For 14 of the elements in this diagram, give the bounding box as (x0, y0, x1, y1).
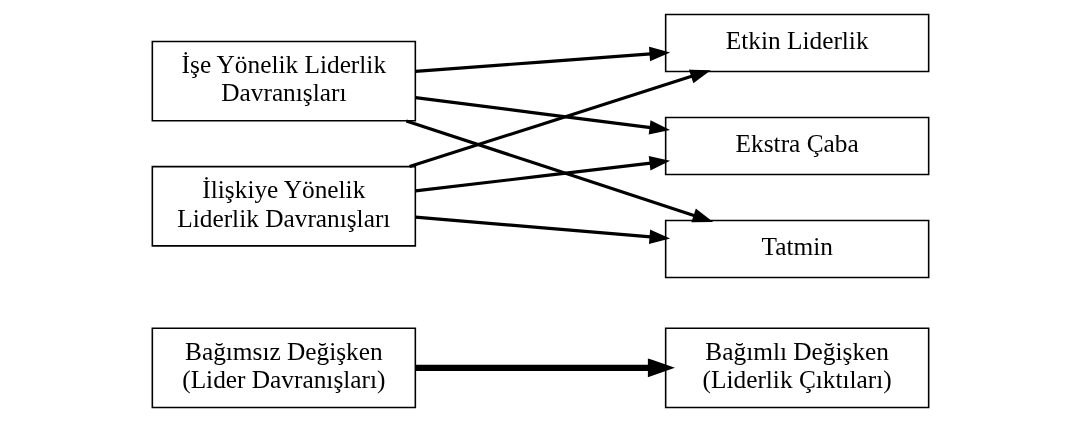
node-box: Etkin Liderlik (664, 13, 930, 73)
arrow (409, 69, 711, 169)
node-box: Bağımsız Değişken (Lider Davranışları) (151, 327, 417, 409)
arrow (415, 358, 675, 378)
node-box: İşe Yönelik Liderlik Davranışları (151, 40, 417, 122)
arrow (415, 215, 671, 244)
arrow (415, 96, 671, 135)
arrow (415, 46, 671, 73)
arrow (405, 119, 714, 223)
node-box: Bağımlı Değişken (Liderlik Çıktıları) (664, 327, 930, 409)
node-box: İlişkiye Yönelik Liderlik Davranışları (151, 165, 417, 247)
node-box: Ekstra Çaba (664, 116, 930, 176)
node-box: Tatmin (664, 219, 930, 279)
arrow (415, 156, 671, 193)
